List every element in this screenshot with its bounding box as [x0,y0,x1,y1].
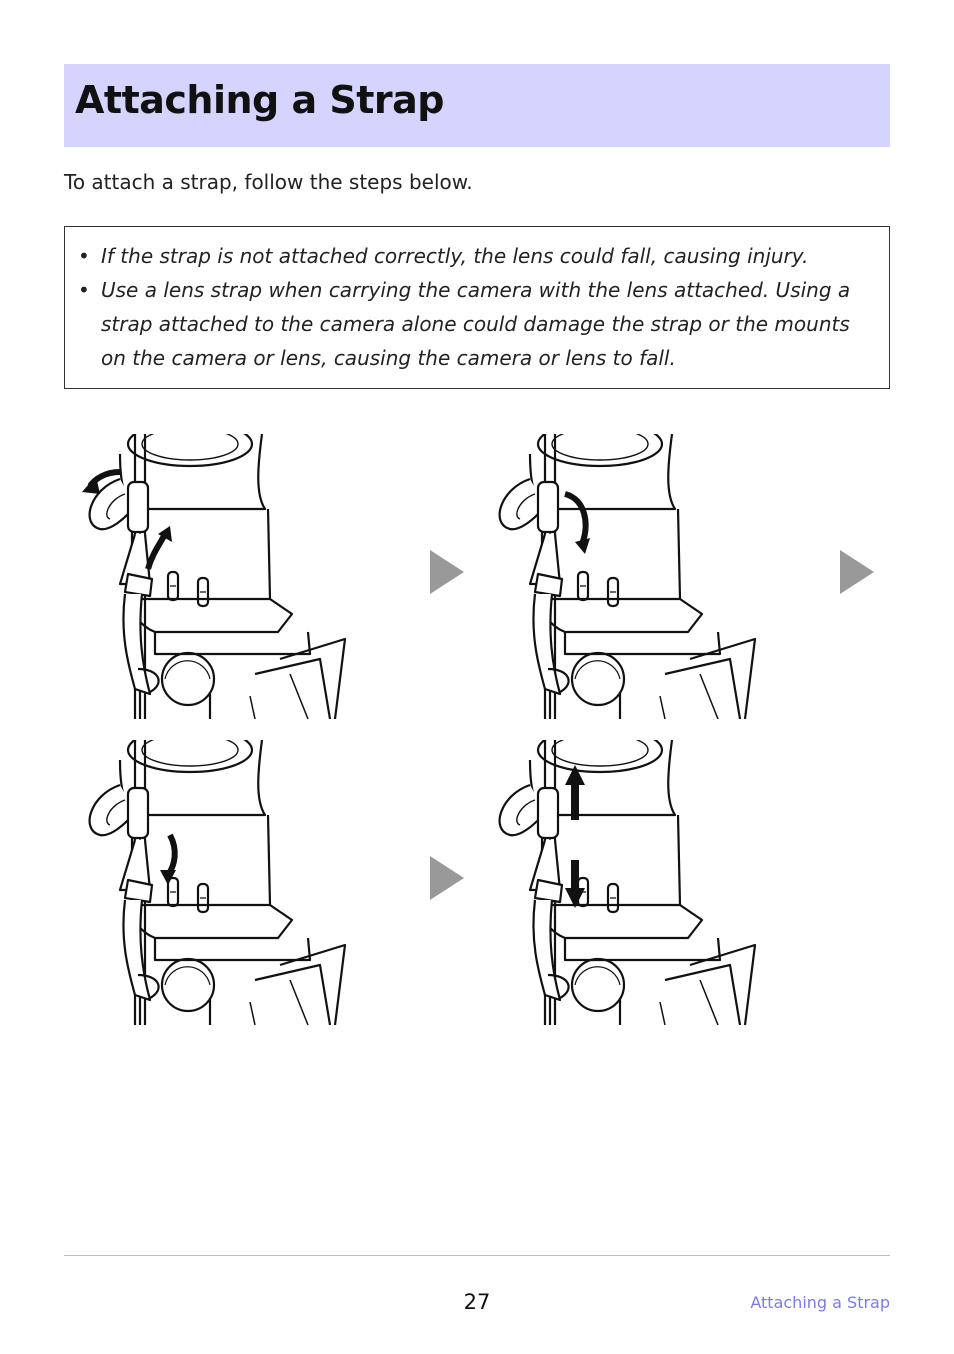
caution-list: •If the strap is not attached correctly,… [78,239,873,375]
strap-step-1-illustration [80,434,350,719]
page-number: 27 [463,1290,491,1314]
caution-item: •Use a lens strap when carrying the came… [78,278,851,370]
section-link[interactable]: Attaching a Strap [750,1293,890,1312]
strap-step-4-illustration [490,740,760,1025]
title-banner: Attaching a Strap [64,64,890,147]
footer-divider [64,1255,890,1256]
next-step-arrow-icon [430,856,466,900]
strap-step-3-illustration [80,740,350,1025]
caution-item: •If the strap is not attached correctly,… [78,244,809,268]
intro-text: To attach a strap, follow the steps belo… [64,170,473,194]
next-step-arrow-icon [430,550,466,594]
page-title: Attaching a Strap [75,78,444,122]
caution-box: •If the strap is not attached correctly,… [64,226,890,389]
strap-step-2-illustration [490,434,760,719]
next-step-arrow-icon [840,550,876,594]
